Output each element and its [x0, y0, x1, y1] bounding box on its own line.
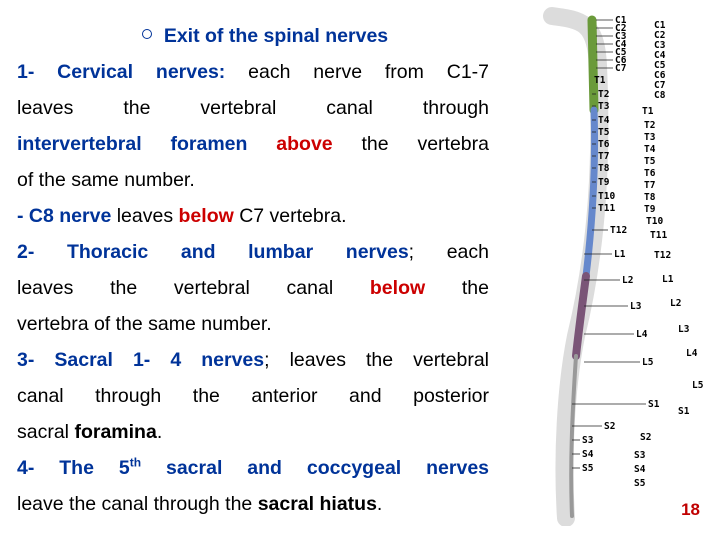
- cervical-label: 1- Cervical nerves:: [17, 61, 226, 83]
- label-t4: T4: [644, 144, 656, 155]
- thoracic-cord: [582, 106, 599, 280]
- cervical-line-3: intervertebral foramen above the vertebr…: [17, 133, 489, 155]
- label-c7: C7: [615, 63, 626, 74]
- sacral-line-1: 3- Sacral 1- 4 nerves; leaves the verteb…: [17, 349, 490, 371]
- coccygeal-line-1: 4- The 5th sacral and coccygeal nerves: [17, 455, 490, 480]
- thoracic-line-1: 2- Thoracic and lumbar nerves; each: [17, 241, 489, 263]
- label-t10: T10: [646, 216, 663, 227]
- c8-line: - C8 nerve leaves below C7 vertebra.: [17, 205, 347, 227]
- label-s3: S3: [634, 450, 646, 461]
- label-s3: S3: [582, 435, 594, 446]
- label-l4: L4: [686, 348, 698, 359]
- page-number: 18: [681, 500, 700, 519]
- thoracic-line-3: vertebra of the same number.: [17, 313, 272, 335]
- label-c4: C4: [615, 39, 627, 50]
- label-c2: C2: [615, 23, 626, 34]
- label-l3: L3: [678, 324, 690, 335]
- sacral-label: 3- Sacral 1- 4 nerves: [17, 349, 265, 371]
- sacral-line-3: sacral foramina.: [17, 421, 163, 443]
- cervical-line-1: 1- Cervical nerves: each nerve from C1-7: [17, 61, 489, 83]
- label-t5: T5: [644, 156, 656, 167]
- label-c2: C2: [654, 30, 665, 41]
- label-t3: T3: [598, 101, 610, 112]
- label-c6: C6: [615, 55, 627, 66]
- label-t1: T1: [642, 106, 654, 117]
- label-s2: S2: [604, 421, 615, 432]
- label-t12: T12: [610, 225, 627, 236]
- label-t4: T4: [598, 115, 610, 126]
- label-t7: T7: [598, 151, 609, 162]
- label-t2: T2: [598, 89, 609, 100]
- label-c3: C3: [654, 40, 666, 51]
- label-c3: C3: [615, 31, 627, 42]
- label-t9: T9: [644, 204, 656, 215]
- text-column: Exit of the spinal nerves 1- Cervical ne…: [17, 18, 489, 522]
- label-t3: T3: [644, 132, 656, 143]
- label-t6: T6: [598, 139, 610, 150]
- label-s1: S1: [648, 399, 660, 410]
- spinal-cord-diagram: C1C2C3C4C5C6C7T1T2T3T4T5T6T7T8T9T10T11T1…: [543, 7, 704, 526]
- label-s4: S4: [582, 449, 594, 460]
- label-l5: L5: [692, 380, 704, 391]
- label-l1: L1: [614, 249, 626, 260]
- left-labels: C1C2C3C4C5C6C7T1T2T3T4T5T6T7T8T9T10T11T1…: [572, 15, 660, 474]
- label-t6: T6: [644, 168, 656, 179]
- label-c1: C1: [654, 20, 666, 31]
- bullet-icon: [141, 29, 152, 39]
- label-s5: S5: [582, 463, 594, 474]
- label-t8: T8: [644, 192, 656, 203]
- label-t8: T8: [598, 163, 610, 174]
- label-t12: T12: [654, 250, 671, 261]
- label-l2: L2: [622, 275, 633, 286]
- cervical-cord: [587, 15, 599, 115]
- label-s5: S5: [634, 478, 646, 489]
- label-c8: C8: [654, 90, 666, 101]
- label-c6: C6: [654, 70, 666, 81]
- label-c5: C5: [654, 60, 666, 71]
- label-t11: T11: [598, 203, 615, 214]
- label-t10: T10: [598, 191, 615, 202]
- label-l1: L1: [662, 274, 674, 285]
- slide-title-line: Exit of the spinal nerves: [17, 18, 489, 54]
- label-t2: T2: [644, 120, 655, 131]
- label-l5: L5: [642, 357, 654, 368]
- spinal-cord: [569, 15, 599, 518]
- thoracic-label: 2- Thoracic and lumbar nerves: [17, 241, 409, 263]
- slide-title: Exit of the spinal nerves: [163, 25, 389, 47]
- lumbar-cord: [572, 272, 590, 360]
- cervical-line-4: of the same number.: [17, 169, 195, 191]
- label-c1: C1: [615, 15, 627, 26]
- right-labels: C1C2C3C4C5C6C7C8T1T2T3T4T5T6T7T8T9T10T11…: [634, 20, 704, 489]
- label-t7: T7: [644, 180, 655, 191]
- coccygeal-line-2: leave the canal through the sacral hiatu…: [17, 493, 383, 515]
- label-t5: T5: [598, 127, 610, 138]
- label-s4: S4: [634, 464, 646, 475]
- sacral-line-2: canal through the anterior and posterior: [17, 385, 489, 407]
- sacral-cord: [569, 354, 578, 518]
- label-l4: L4: [636, 329, 648, 340]
- label-c7: C7: [654, 80, 665, 91]
- label-t11: T11: [650, 230, 667, 241]
- label-s1: S1: [678, 406, 690, 417]
- label-t9: T9: [598, 177, 610, 188]
- label-t1: T1: [594, 75, 606, 86]
- label-s2: S2: [640, 432, 651, 443]
- label-c4: C4: [654, 50, 666, 61]
- label-l2: L2: [670, 298, 681, 309]
- label-c5: C5: [615, 47, 627, 58]
- label-l3: L3: [630, 301, 642, 312]
- thoracic-line-2: leaves the vertebral canal below the: [17, 277, 489, 299]
- cervical-line-2: leaves the vertebral canal through: [17, 97, 489, 119]
